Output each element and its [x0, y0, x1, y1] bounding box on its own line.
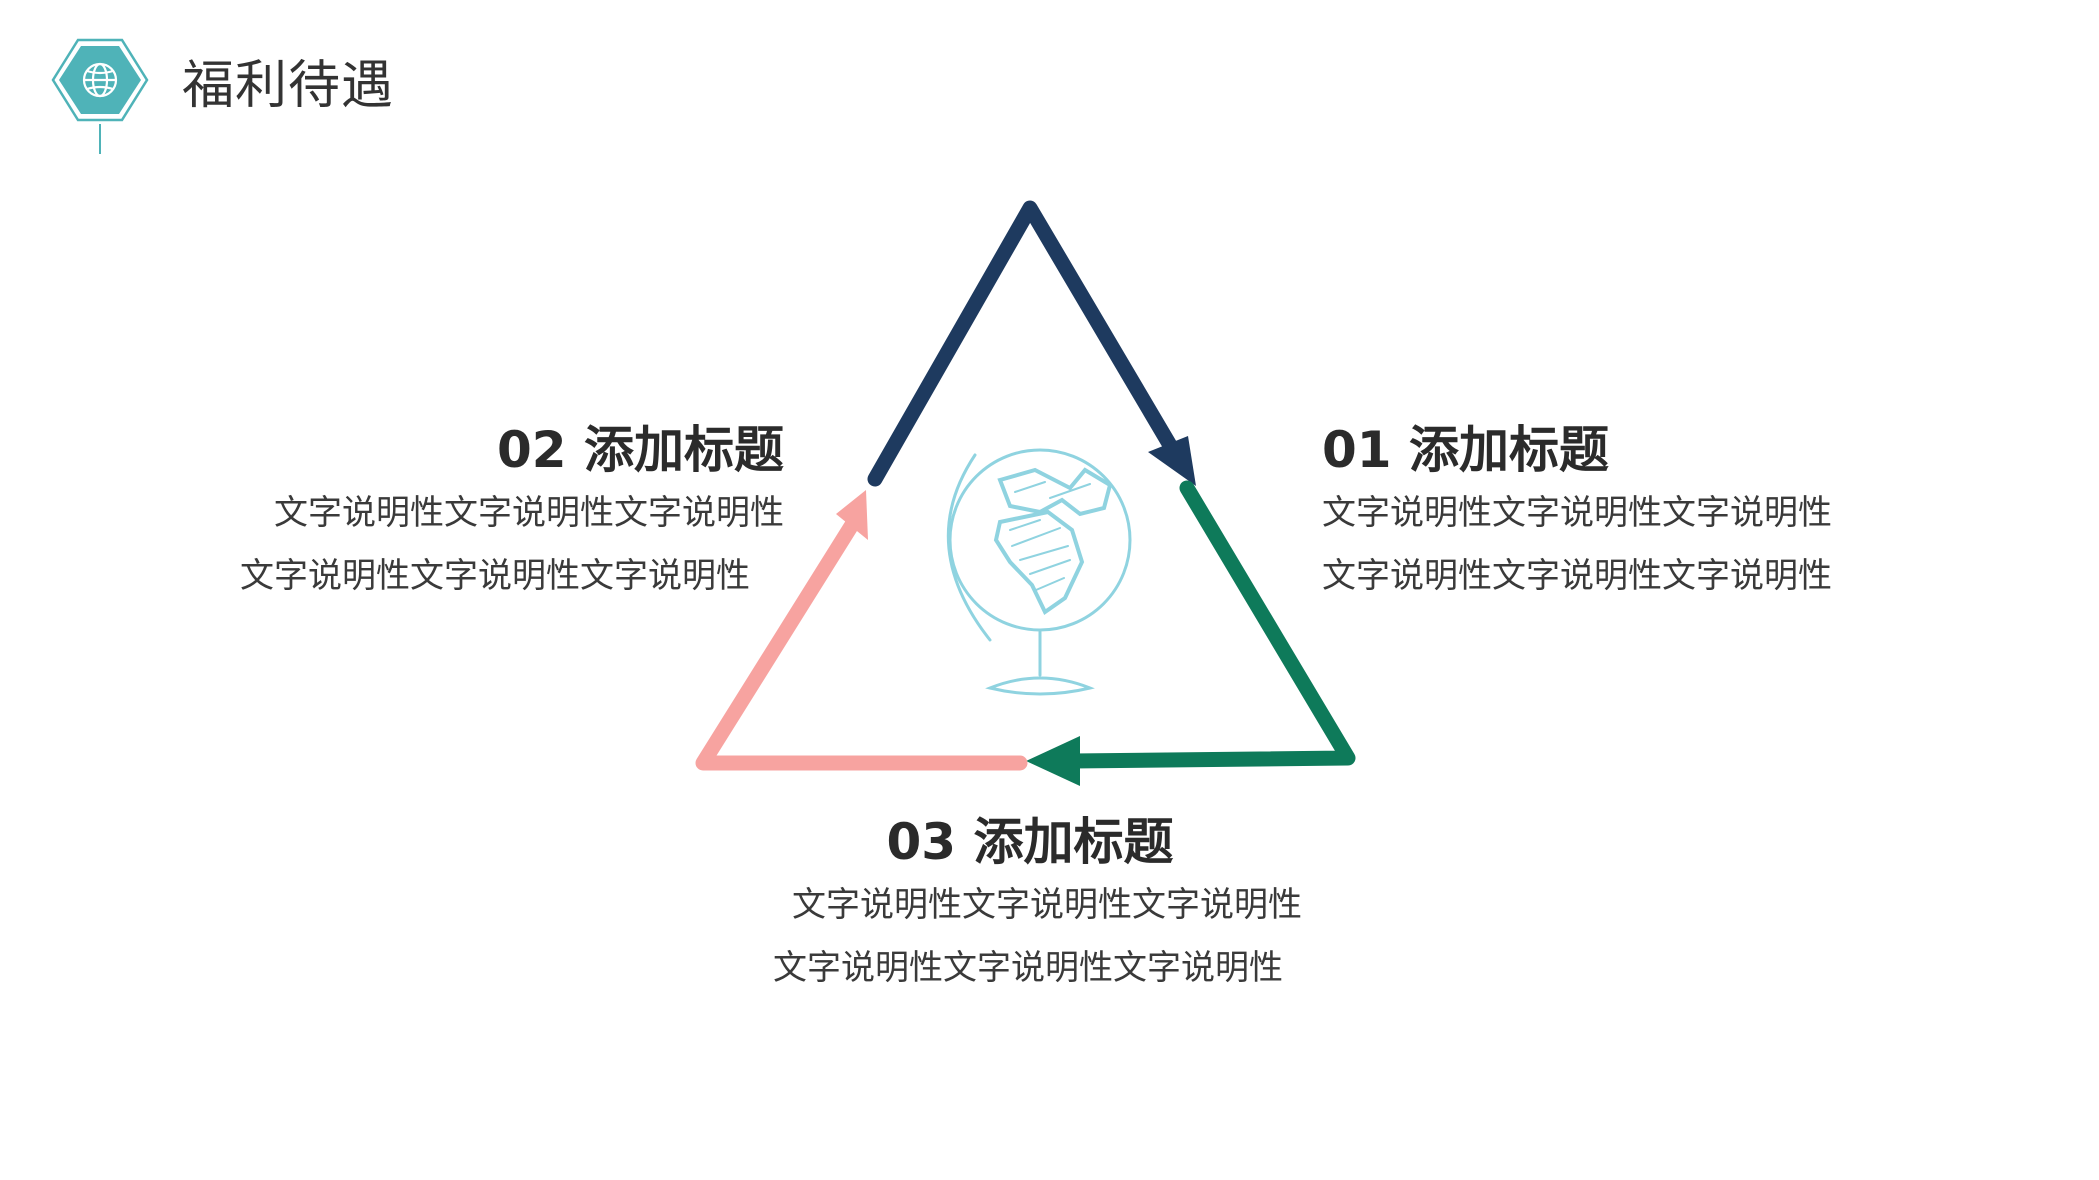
arrow-pink: [695, 490, 1028, 771]
page-title: 福利待遇: [182, 56, 395, 116]
block-title-02: 02 添加标题: [497, 421, 784, 479]
header-logo-badge: [51, 38, 149, 154]
block-description-line: 文字说明性文字说明性文字说明性: [274, 493, 784, 533]
globe-meridian-arc: [946, 453, 992, 642]
text-block-03: 03 添加标题 文字说明性文字说明性文字说明性 文字说明性文字说明性文字说明性: [720, 810, 1340, 1000]
globe-continent-europe: [997, 467, 1113, 517]
badge-outer-hexagon: [51, 38, 149, 122]
block-description-line: 文字说明性文字说明性文字说明性: [240, 556, 750, 596]
arrow-navy-head: [1148, 436, 1196, 486]
globe-sphere: [948, 448, 1132, 632]
globe-stand-base: [985, 676, 1095, 696]
globe-icon: [82, 62, 118, 98]
block-description-line: 文字说明性文字说明性文字说明性: [773, 948, 1283, 988]
block-title-01: 01 添加标题: [1322, 421, 1609, 479]
block-title-03: 03 添加标题: [886, 813, 1174, 871]
text-block-02: 02 添加标题 文字说明性文字说明性文字说明性 文字说明性文字说明性文字说明性: [180, 418, 784, 608]
block-description-line: 文字说明性文字说明性文字说明性: [792, 885, 1302, 925]
block-description-line: 文字说明性文字说明性文字说明性: [1322, 556, 1832, 596]
arrow-pink-head: [836, 490, 868, 540]
block-description-line: 文字说明性文字说明性文字说明性: [1322, 493, 1832, 533]
arrow-green: [1026, 480, 1356, 786]
arrow-green-head: [1026, 736, 1080, 786]
globe-sketch-illustration: [946, 448, 1132, 696]
arrow-navy: [867, 200, 1196, 487]
globe-continent-africa: [993, 509, 1085, 615]
text-block-01: 01 添加标题 文字说明性文字说明性文字说明性 文字说明性文字说明性文字说明性: [1322, 418, 1882, 608]
globe-hatching: [1009, 481, 1091, 591]
